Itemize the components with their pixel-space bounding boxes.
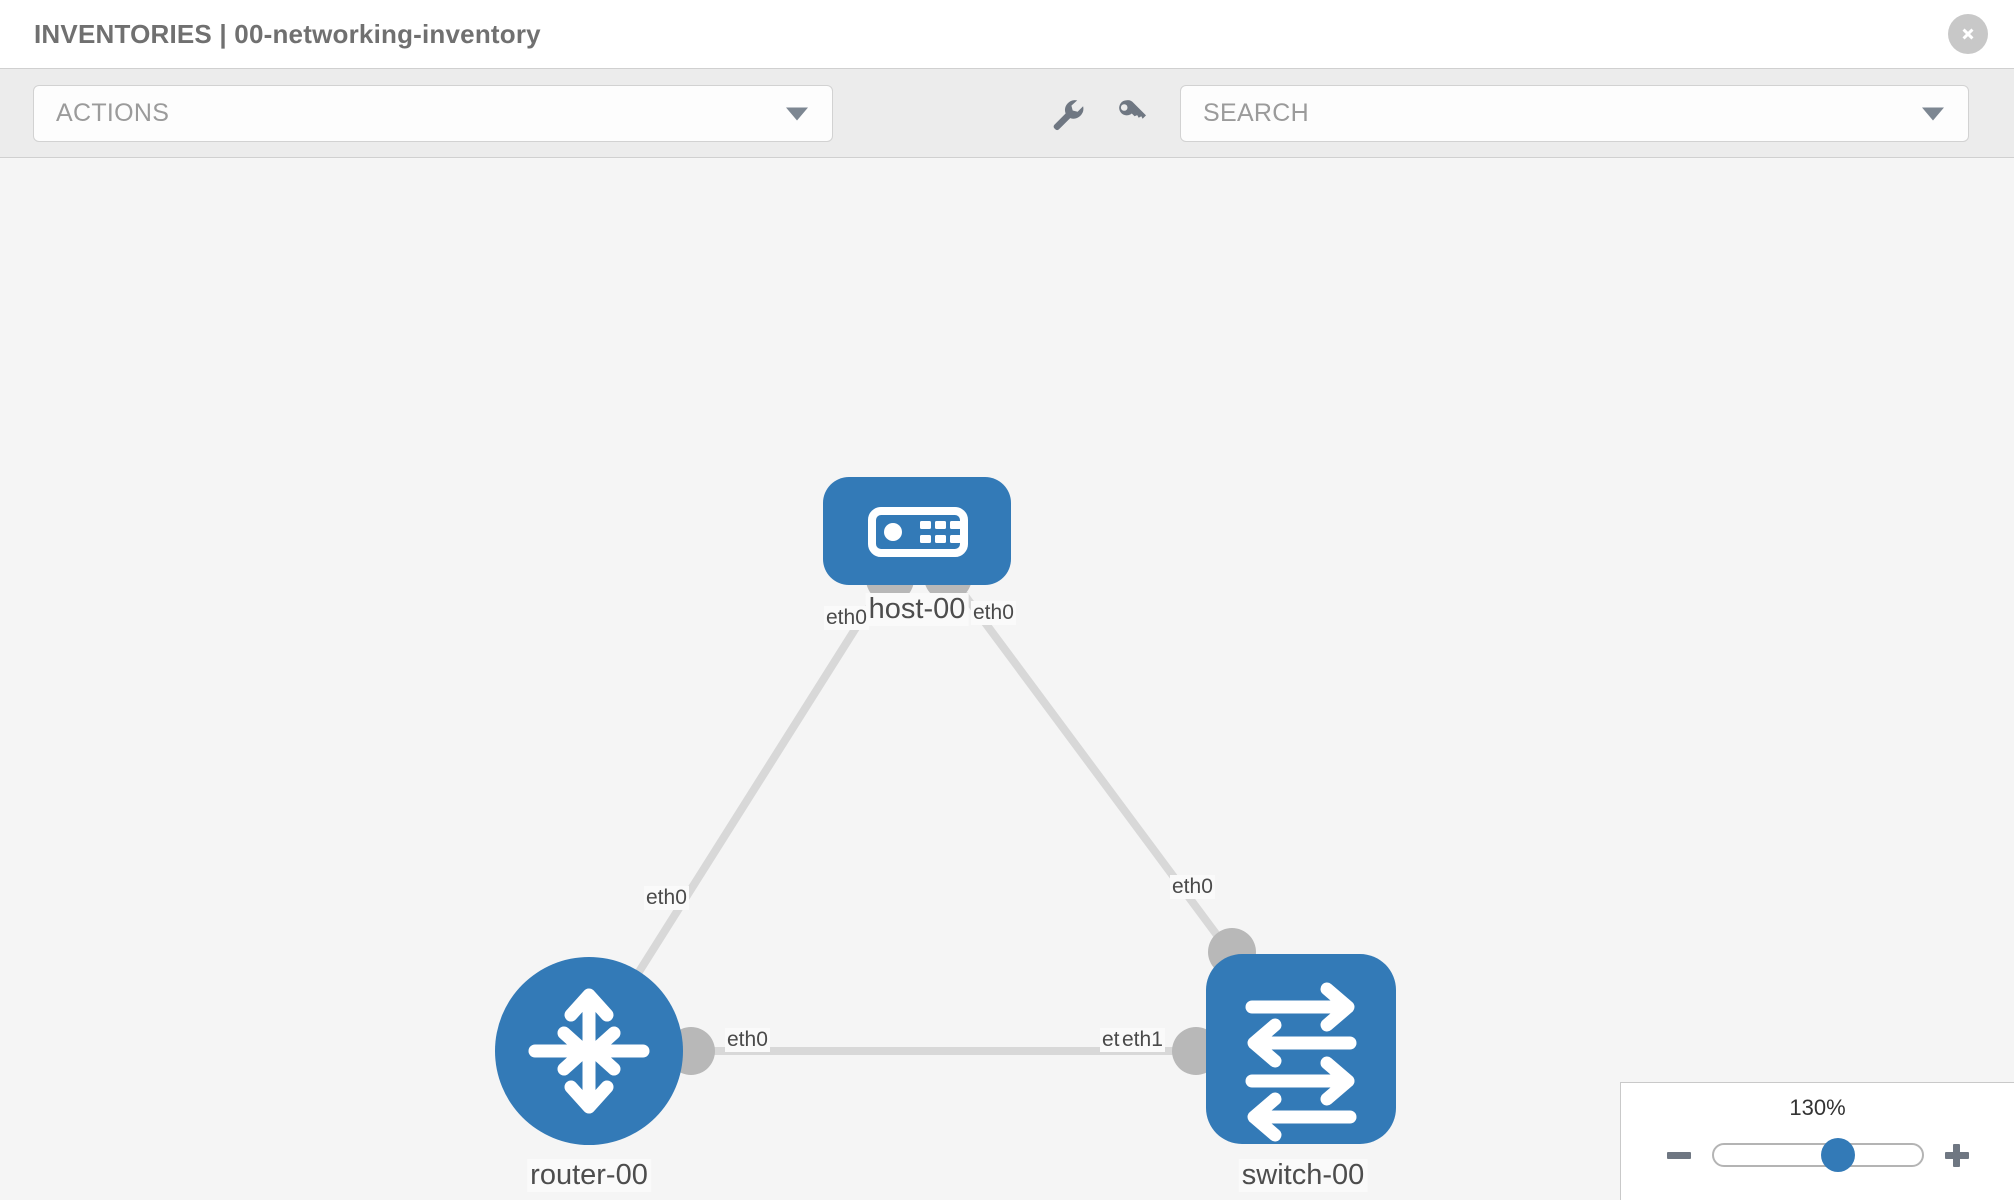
iface-label: eth0 [824,606,869,630]
key-icon[interactable] [1106,87,1158,139]
topology-connectors [667,553,1256,1075]
zoom-slider-thumb[interactable] [1821,1138,1856,1172]
zoom-control-panel: 130% [1620,1082,2014,1200]
page-title: INVENTORIES | 00-networking-inventory [34,18,541,49]
chevron-down-icon [786,107,808,120]
iface-label: eth0 [971,601,1016,625]
wrench-icon[interactable] [1040,87,1092,139]
close-icon[interactable] [1948,14,1988,54]
page-header: INVENTORIES | 00-networking-inventory [0,0,2014,68]
search-input[interactable]: SEARCH [1180,85,1969,142]
chevron-down-icon[interactable] [1922,107,1944,120]
iface-label: eth0 [644,886,689,910]
node-label-switch-00[interactable]: switch-00 [1238,1159,1368,1192]
zoom-level-value: 130% [1789,1095,1846,1120]
iface-label: eth1 [1120,1028,1165,1052]
iface-label: eth0 [725,1028,770,1052]
zoom-control-row [1621,1135,2014,1175]
toolbar: ACTIONS SEARCH [0,68,2014,158]
topology-node-host-00 [823,477,1011,585]
topology-graph: host-00 router-00 switch-00 eth0 eth0 et… [0,159,2014,1200]
topology-node-router-00 [495,957,683,1145]
actions-dropdown[interactable]: ACTIONS [33,85,833,142]
iface-label: eth0 [1170,875,1215,899]
zoom-slider[interactable] [1711,1138,1924,1172]
topology-canvas[interactable]: host-00 router-00 switch-00 eth0 eth0 et… [0,159,2014,1200]
topology-node-switch-00 [1206,954,1396,1144]
zoom-out-button[interactable] [1664,1140,1694,1170]
node-label-host-00[interactable]: host-00 [865,593,969,626]
node-label-router-00[interactable]: router-00 [527,1159,651,1192]
zoom-in-button[interactable] [1942,1140,1972,1170]
actions-dropdown-label: ACTIONS [56,99,170,127]
search-placeholder: SEARCH [1203,99,1309,127]
